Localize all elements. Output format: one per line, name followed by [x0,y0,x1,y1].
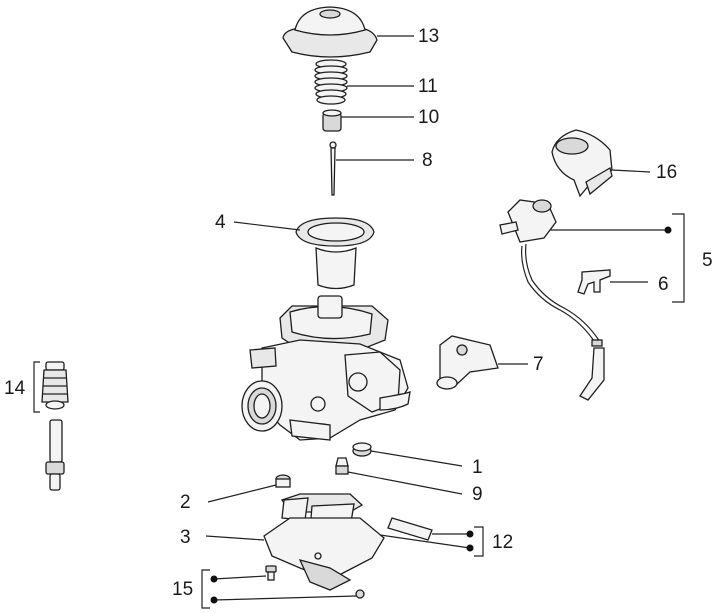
callout-12: 12 [492,532,513,553]
part-11-spring [314,59,414,105]
callout-14: 14 [4,378,26,399]
part-3-float-bowl [205,493,385,591]
part-5-choke-cable [499,199,685,401]
part-13-cover [282,6,414,58]
part-16-boot [551,129,651,198]
part-7-choke [436,335,528,390]
part-6-clip [577,269,648,295]
callout-15: 15 [172,579,193,600]
part-15-screws [201,565,365,609]
callout-2: 2 [180,492,191,513]
callout-7: 7 [533,354,544,375]
callout-3: 3 [180,527,191,548]
callout-10: 10 [418,107,439,128]
part-9-needle-valve [335,457,463,495]
part-2-jet [207,474,291,503]
carburetor-body [241,295,411,441]
part-14-jet-assembly [33,361,69,491]
callout-5: 5 [702,250,713,271]
part-1-plug [352,442,463,467]
callout-11: 11 [418,76,438,97]
callout-16: 16 [656,162,677,183]
callout-9: 9 [472,484,483,505]
callout-6: 6 [658,274,669,295]
part-4-diaphragm-slide [233,217,375,290]
callout-8: 8 [422,150,433,171]
part-12-pin [379,517,484,557]
callout-13: 13 [418,26,439,47]
part-8-needle [329,141,414,196]
part-10-needle-holder [322,109,414,132]
callout-4: 4 [215,212,226,233]
callout-1: 1 [472,457,483,478]
